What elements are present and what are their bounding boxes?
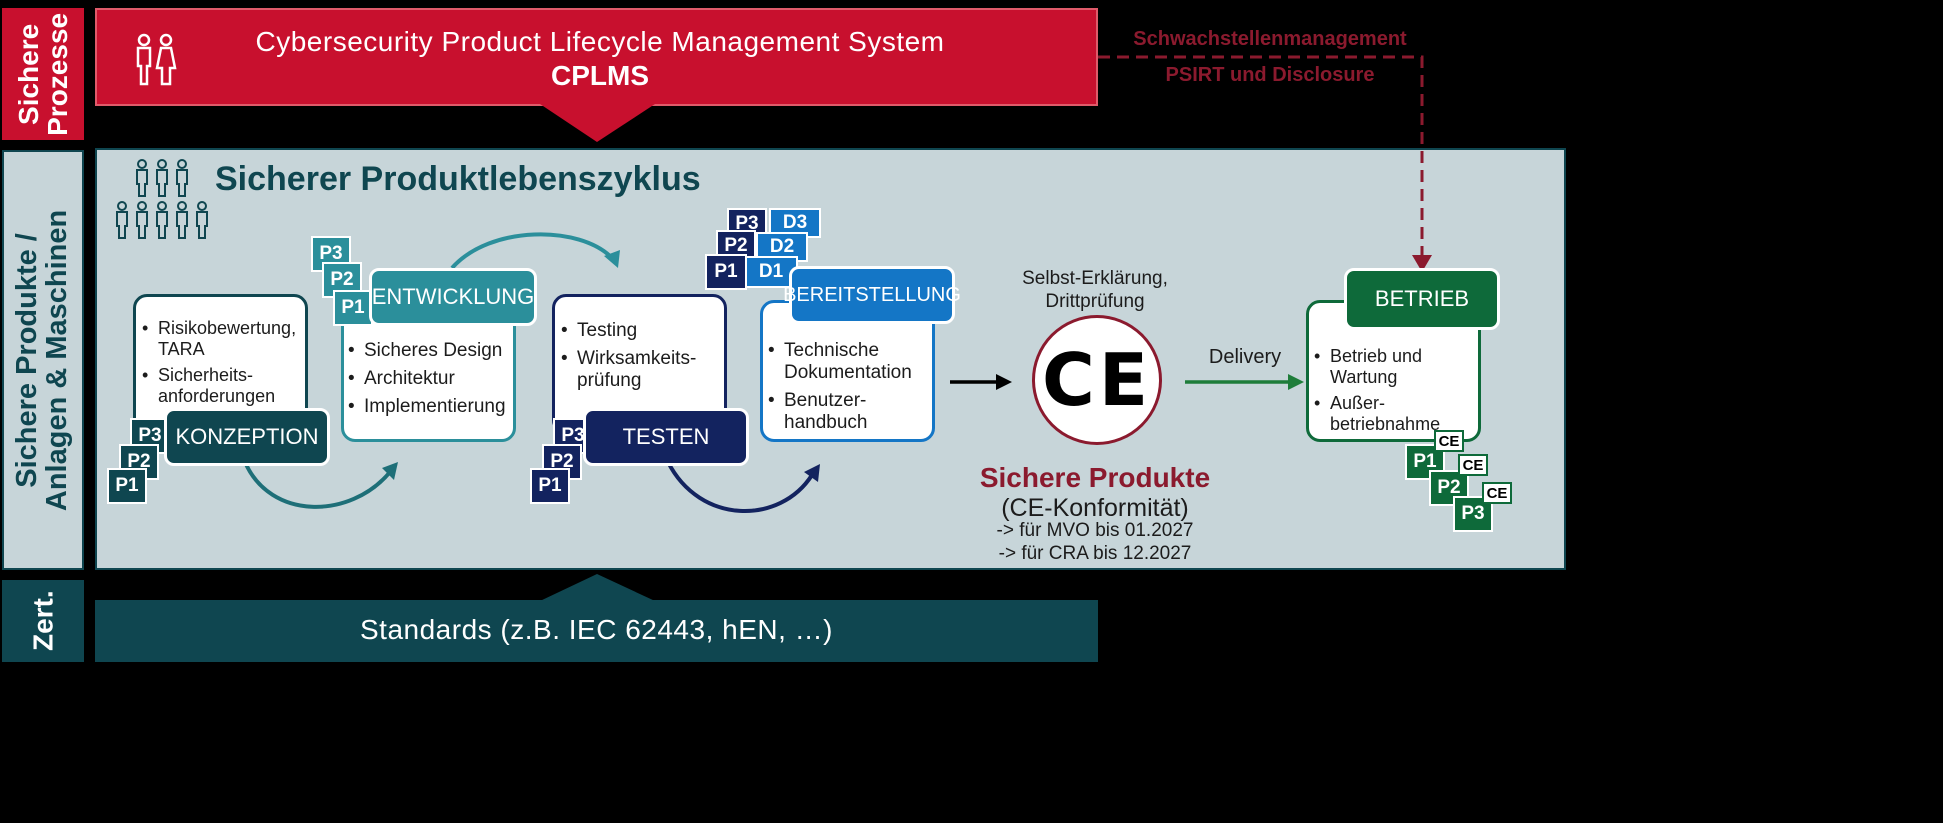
standards-label: Standards (z.B. IEC 62443, hEN, …) [360,614,833,645]
bereitstellung-item: Technische Dokumentation [768,340,933,384]
ce-subtitle: (CE-Konformität) [1001,494,1189,522]
entwicklung-item: Architektur [348,368,513,390]
entwicklung-label: ENTWICKLUNG [369,268,537,326]
ce-mark-icon: CE [1041,338,1153,422]
betrieb-list: Betrieb und Wartung Außer-betriebnahme [1314,346,1474,441]
testen-item: Testing [561,320,721,342]
cplms-abbr: CPLMS [551,60,649,91]
team-icon [116,159,208,239]
cplms-title: Cybersecurity Product Lifecycle Manageme… [255,26,945,57]
side-label-prozesse: Sichere Prozesse [2,8,84,140]
side-label-zert: Zert. [2,580,84,662]
konzeption-label: KONZEPTION [164,408,330,466]
ce-badge-icon: CE [1482,482,1512,504]
doc-p1: P1 [705,254,747,290]
psirt-label: PSIRT und Disclosure [1165,64,1375,86]
entwicklung-item: Sicheres Design [348,340,513,362]
ce-cra-line: -> für CRA bis 12.2027 [998,543,1192,564]
bereitstellung-label: BEREITSTELLUNG [783,266,961,324]
ce-badge-icon: CE [1458,454,1488,476]
cplms-banner [95,8,1098,106]
ce-above-label: Selbst-Erklärung, Drittprüfung [1022,268,1168,312]
ce-title: Sichere Produkte [979,462,1211,493]
standards-pointer [540,574,655,601]
entwicklung-list: Sicheres Design Architektur Implementier… [348,340,513,424]
lifecycle-title: Sicherer Produktlebenszyklus [215,160,701,198]
ce-badge-icon: CE [1434,430,1464,452]
doc-p1: P1 [107,468,147,504]
testen-list: Testing Wirksamkeits-prüfung [561,320,721,398]
betrieb-label: BETRIEB [1344,268,1500,330]
bereitstellung-item: Benutzer-handbuch [768,390,933,434]
entwicklung-item: Implementierung [348,396,513,418]
ce-mvo-line: -> für MVO bis 01.2027 [996,520,1194,541]
doc-p1: P1 [530,468,570,504]
cplms-people-icon [130,32,180,88]
konzeption-list: Risikobewertung, TARA Sicherheits-anford… [142,318,302,413]
betrieb-item: Außer-betriebnahme [1314,393,1474,434]
bereitstellung-list: Technische Dokumentation Benutzer-handbu… [768,340,933,439]
ce-circle [1032,315,1162,445]
testen-label: TESTEN [583,408,749,466]
side-label-produkte: Sichere Produkte / Anlagen & Maschinen [2,150,84,570]
standards-bar [95,600,1098,662]
betrieb-item: Betrieb und Wartung [1314,346,1474,387]
cplms-pointer [540,104,655,142]
vuln-management-label: Schwachstellenmanagement [1133,28,1407,50]
delivery-label: Delivery [1208,346,1282,368]
testen-item: Wirksamkeits-prüfung [561,348,721,392]
konzeption-item: Risikobewertung, TARA [142,318,302,359]
vuln-dashed-arrow [1098,55,1432,272]
doc-p1: P1 [333,290,373,326]
konzeption-item: Sicherheits-anforderungen [142,365,302,406]
